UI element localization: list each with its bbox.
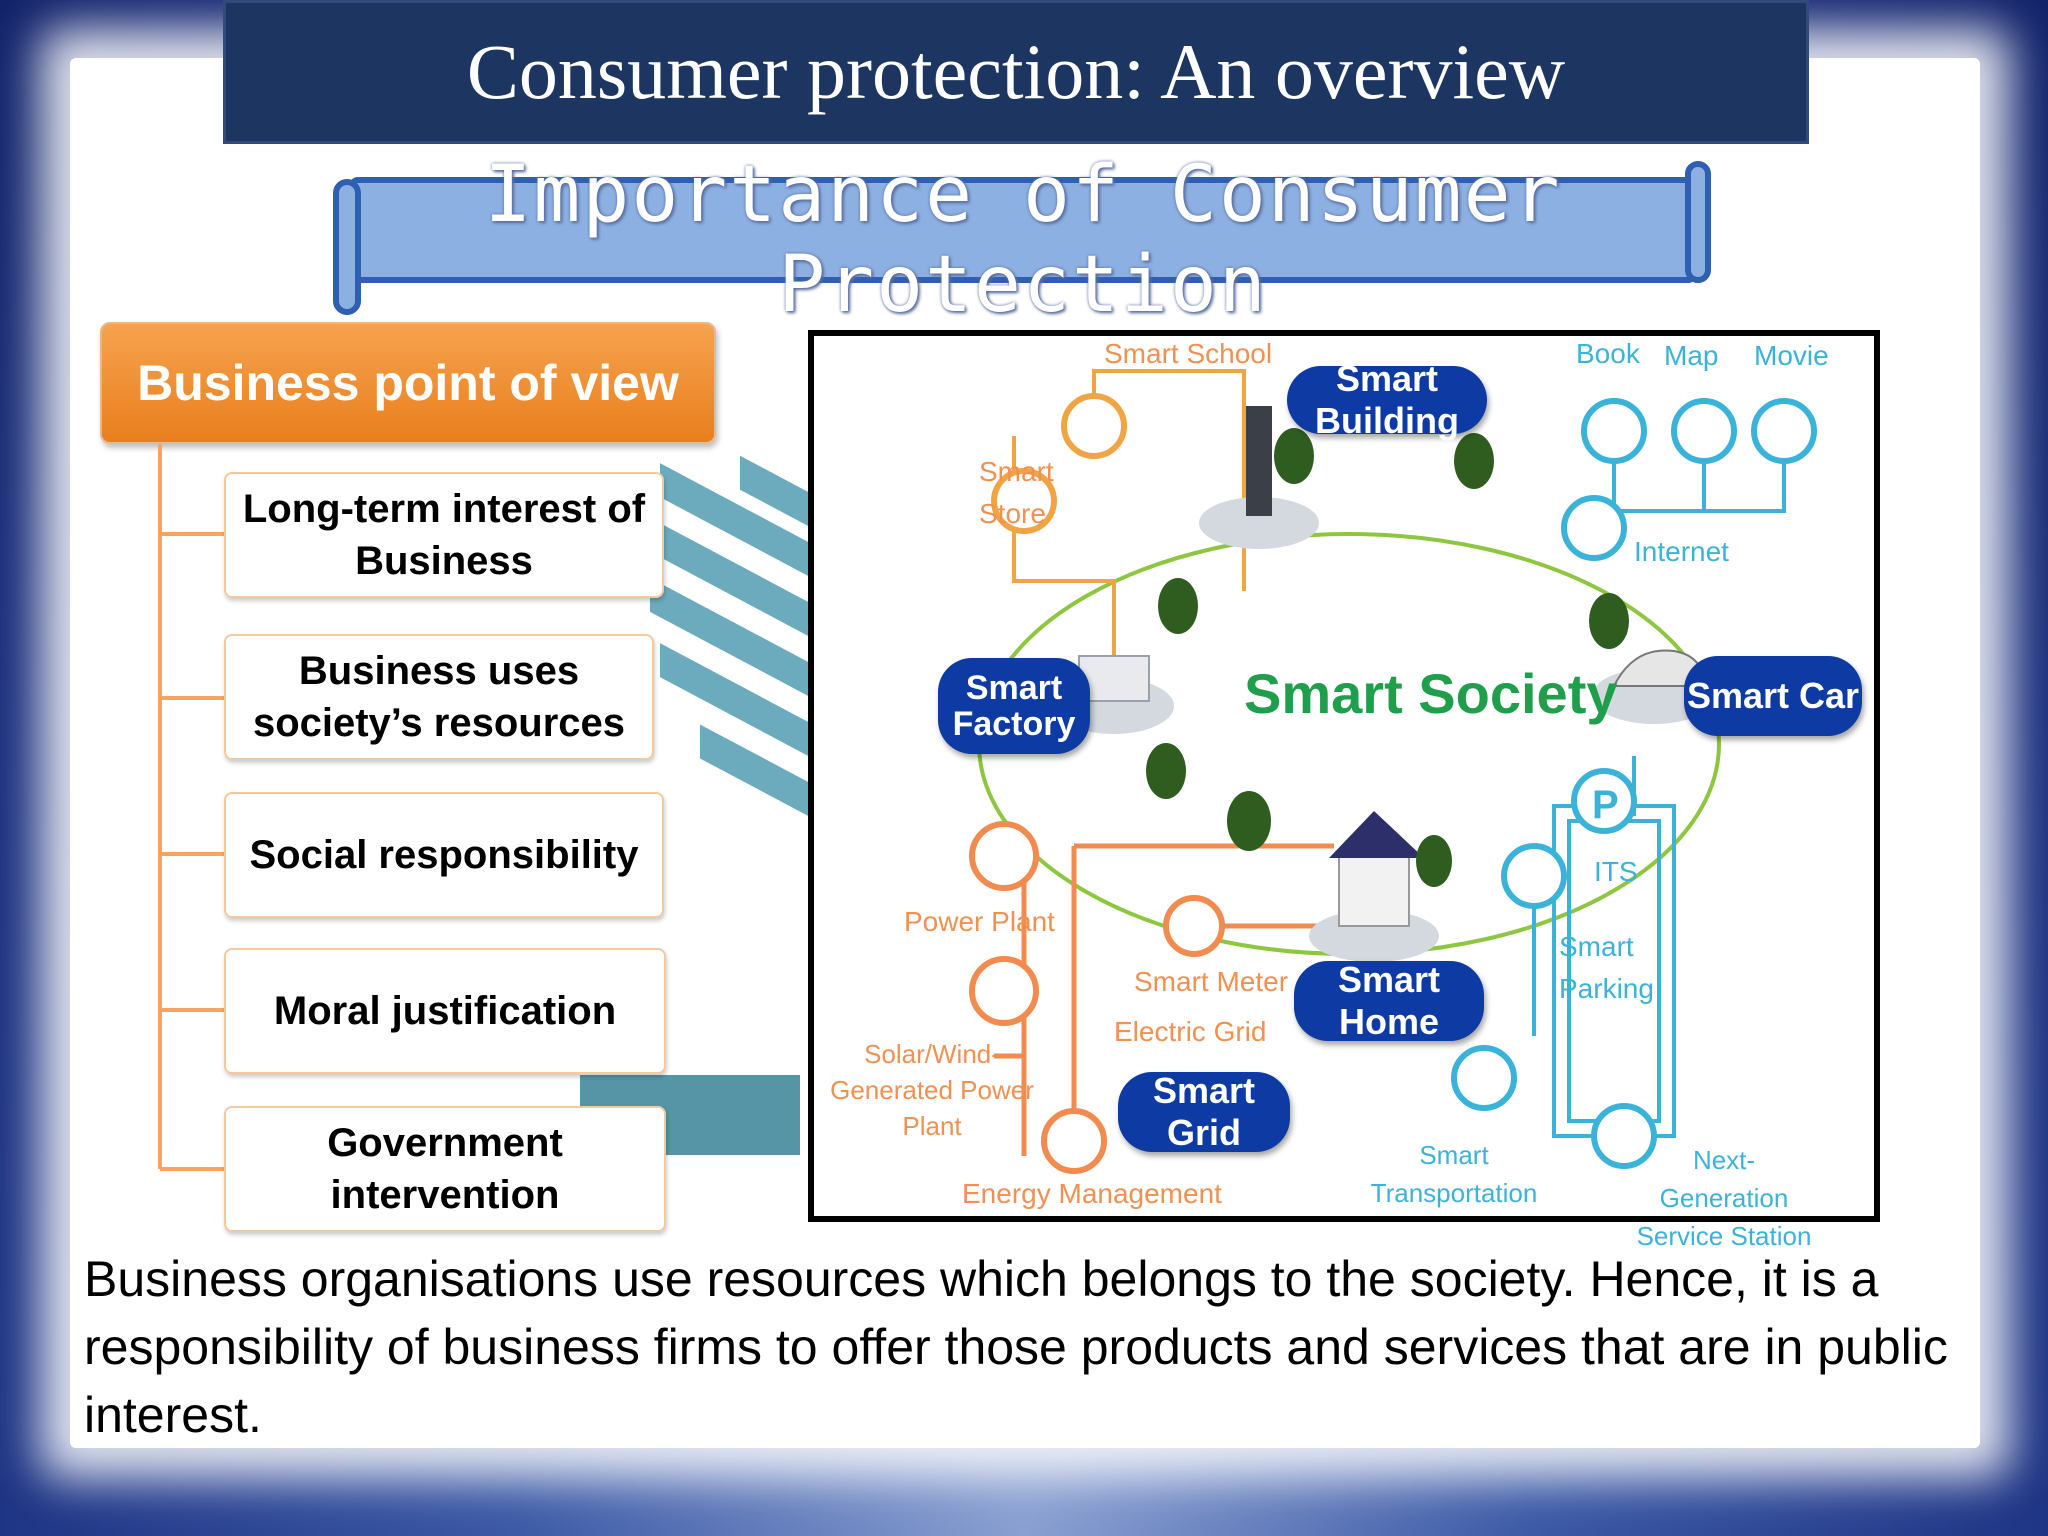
smart-store-label: Smart Store — [979, 456, 1054, 529]
svg-text:P: P — [1592, 783, 1619, 827]
electric-grid-label: Electric Grid — [1114, 1016, 1267, 1047]
slide-caption: Business organisations use resources whi… — [84, 1251, 1948, 1443]
power-plant-label: Power Plant — [904, 906, 1055, 937]
smart-transportation-label: Smart Transportation — [1370, 1140, 1538, 1208]
item-label: Social responsibility — [249, 833, 639, 877]
slide-title: Consumer protection: An overview — [466, 28, 1566, 115]
internet-label: Internet — [1634, 536, 1729, 567]
map-label: Map — [1664, 340, 1719, 371]
scroll-banner: Importance of Consumer Protection — [332, 150, 1714, 330]
smart-parking-label: Smart Parking — [1559, 931, 1654, 1004]
business-point-of-view-box: Business point of view — [100, 322, 716, 444]
banner-title: Importance of Consumer Protection — [484, 150, 1562, 330]
smart-school-label: Smart School — [1104, 338, 1273, 369]
smart-meter-label: Smart Meter — [1134, 966, 1289, 997]
its-label: ITS — [1594, 856, 1638, 887]
book-label: Book — [1576, 338, 1640, 369]
smart-society-label: Smart Society — [1244, 662, 1618, 725]
scroll-shape — [333, 161, 1711, 315]
diagram-graphics: P — [969, 369, 1817, 1174]
tree-connector-lines — [158, 444, 226, 1171]
item-society-resources: Business uses society’s resources — [224, 634, 654, 760]
smart-building-pill: Smart Building — [1287, 358, 1487, 441]
smart-factory-pill: Smart Factory — [938, 658, 1090, 754]
item-long-term-interest: Long-term interest of Business — [224, 472, 664, 598]
energy-management-label: Energy Management — [962, 1178, 1222, 1209]
next-generation-station-label: Next-Generation Service Station — [1636, 1145, 1812, 1251]
item-label: Government intervention — [327, 1121, 563, 1217]
item-label: Moral justification — [273, 989, 617, 1033]
background-stripes — [580, 432, 820, 1155]
item-government-intervention: Government intervention — [224, 1106, 666, 1232]
smart-grid-pill: Smart Grid — [1118, 1070, 1290, 1153]
movie-label: Movie — [1754, 340, 1829, 371]
business-point-of-view-label: Business point of view — [137, 355, 679, 411]
smart-car-pill: Smart Car — [1684, 656, 1862, 736]
solar-wind-plant-label: Solar/Wind-Generated Power Plant — [830, 1039, 1034, 1141]
item-label: Long-term interest of Business — [242, 487, 646, 583]
item-label: Business uses society’s resources — [252, 649, 626, 745]
smart-society-diagram: P Smart Society Sm — [808, 330, 1880, 1251]
slide-title-bar: Consumer protection: An overview — [223, 0, 1809, 144]
item-social-responsibility: Social responsibility — [224, 792, 664, 918]
item-moral-justification: Moral justification — [224, 948, 666, 1074]
smart-home-pill: Smart Home — [1294, 959, 1484, 1042]
